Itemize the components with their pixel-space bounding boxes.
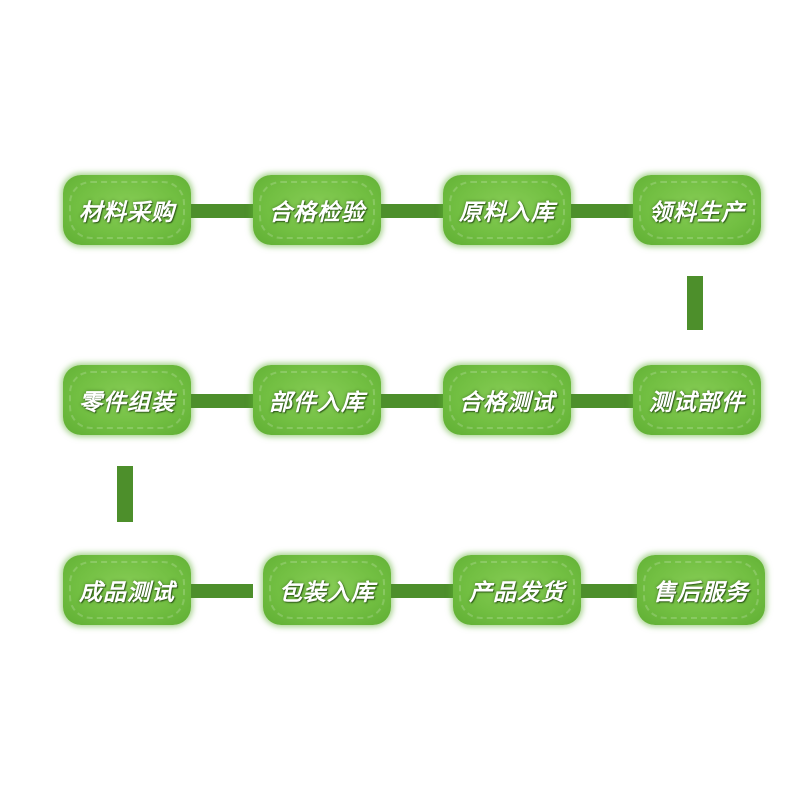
connector-h — [191, 584, 253, 598]
connector-v — [117, 466, 133, 522]
connector-h — [571, 204, 633, 218]
step-label: 部件入库 — [269, 389, 365, 416]
step-component-storage: 部件入库 — [253, 365, 381, 435]
step-label: 包装入库 — [279, 579, 375, 606]
step-label: 原料入库 — [459, 199, 555, 226]
step-label: 成品测试 — [79, 579, 175, 606]
connector-h — [191, 204, 253, 218]
step-label: 售后服务 — [653, 579, 749, 606]
step-finished-product-test: 成品测试 — [63, 555, 191, 625]
step-label: 产品发货 — [469, 579, 565, 606]
connector-h — [571, 394, 633, 408]
step-label: 材料采购 — [79, 199, 175, 226]
step-part-assembly: 零件组装 — [63, 365, 191, 435]
connector-h — [581, 584, 637, 598]
step-label: 合格检验 — [269, 199, 365, 226]
connector-h — [381, 204, 443, 218]
step-material-purchase: 材料采购 — [63, 175, 191, 245]
connector-h — [381, 394, 443, 408]
step-label: 测试部件 — [649, 389, 745, 416]
step-component-test: 测试部件 — [633, 365, 761, 435]
step-product-shipping: 产品发货 — [453, 555, 581, 625]
step-after-sales-service: 售后服务 — [637, 555, 765, 625]
connector-v — [687, 276, 703, 330]
step-packaging-storage: 包装入库 — [263, 555, 391, 625]
step-material-production: 领料生产 — [633, 175, 761, 245]
step-qualified-test: 合格测试 — [443, 365, 571, 435]
step-raw-material-storage: 原料入库 — [443, 175, 571, 245]
step-qualified-inspection: 合格检验 — [253, 175, 381, 245]
step-label: 合格测试 — [459, 389, 555, 416]
step-label: 领料生产 — [649, 199, 745, 226]
connector-h — [391, 584, 453, 598]
connector-h — [191, 394, 253, 408]
step-label: 零件组装 — [79, 389, 175, 416]
